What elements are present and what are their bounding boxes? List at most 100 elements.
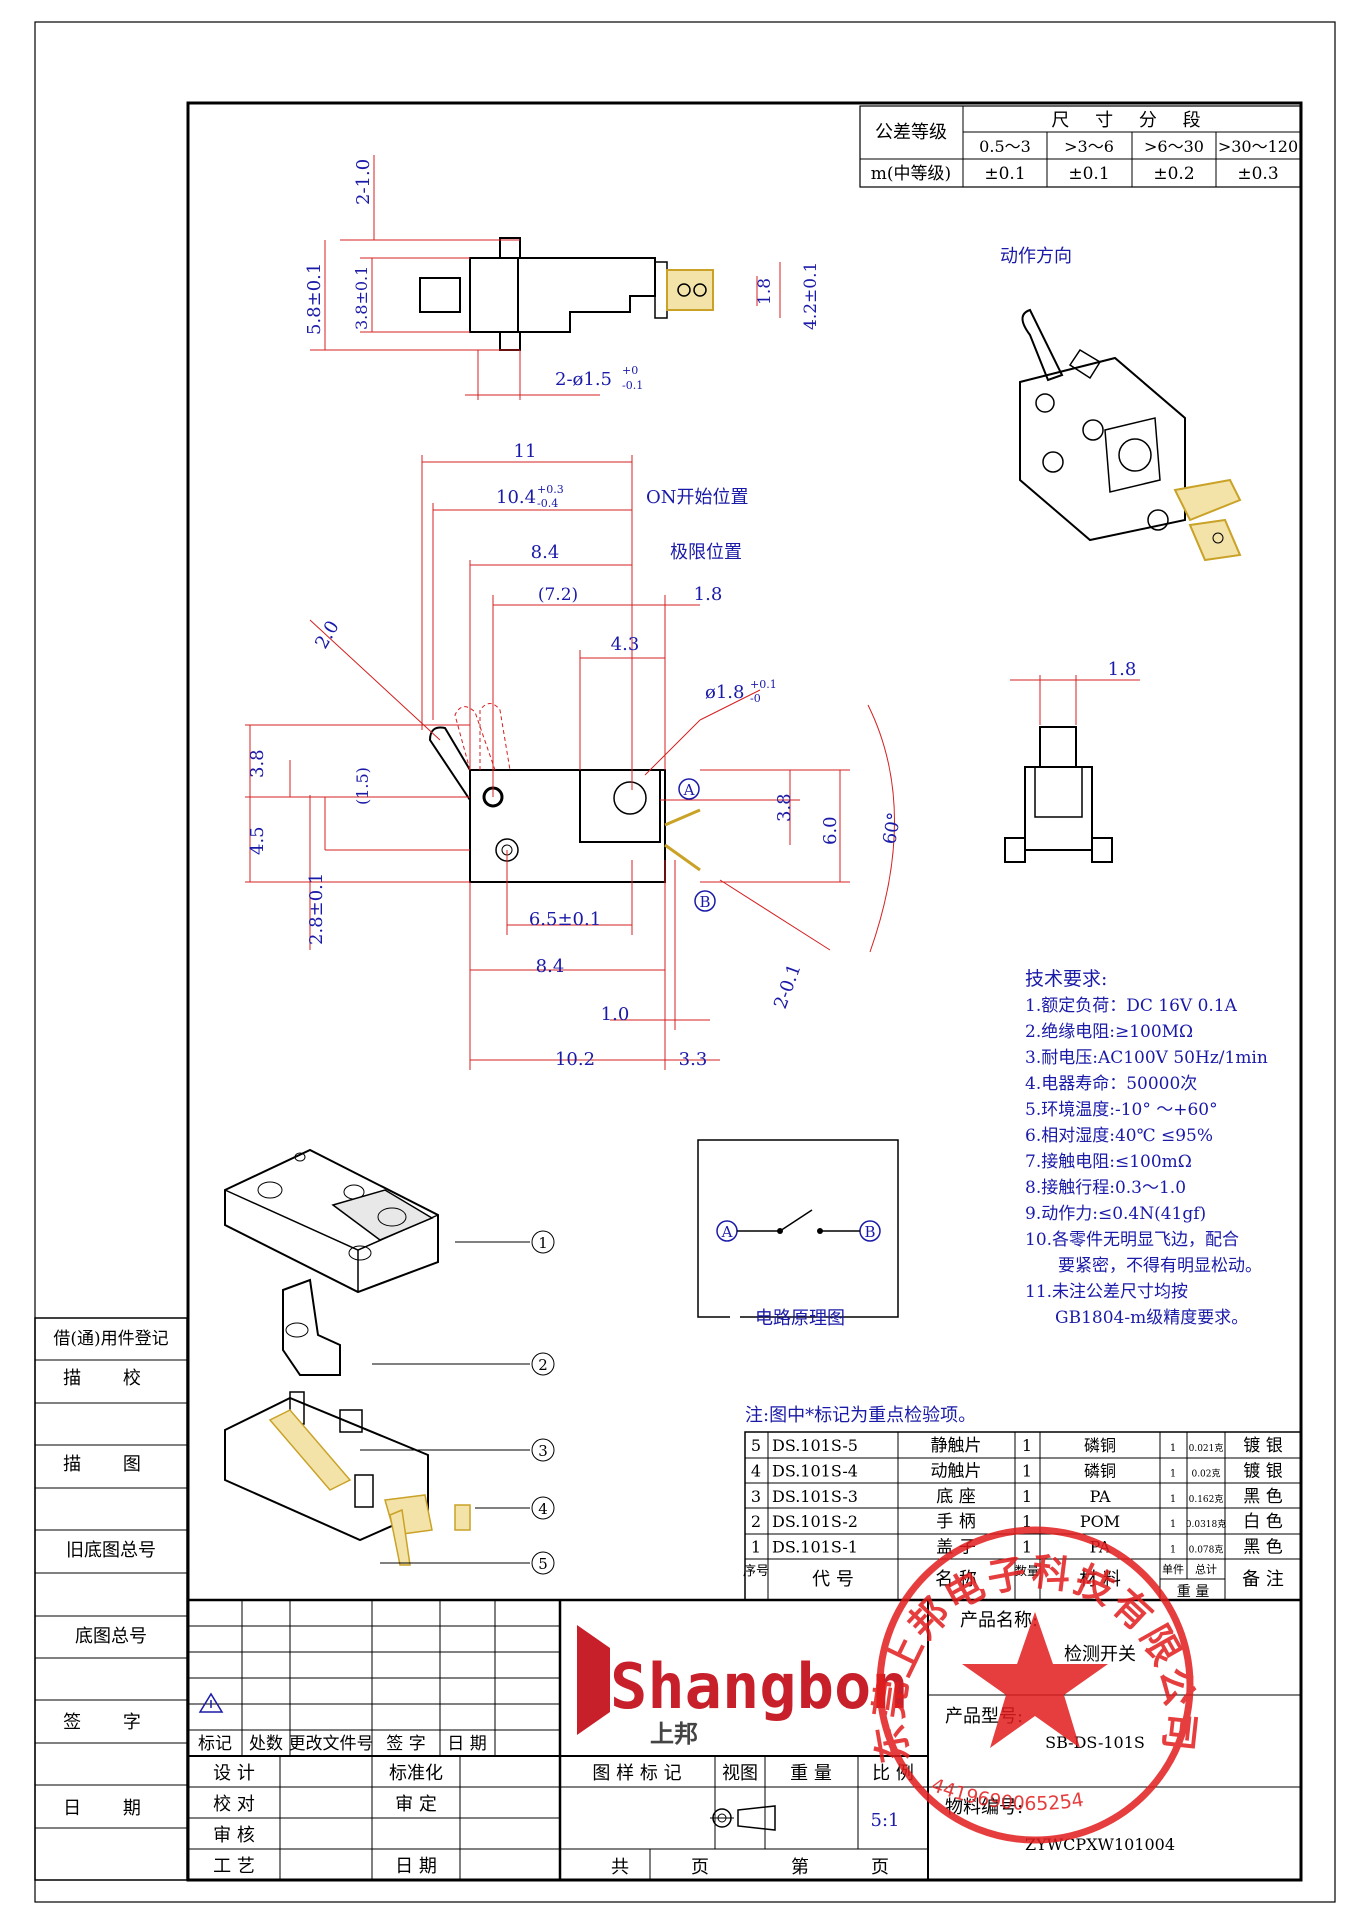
bom-head-no: 序号	[743, 1564, 769, 1579]
bom-cell-no: 3	[751, 1487, 761, 1506]
tol-header-left: 公差等级	[875, 122, 947, 143]
head-view: 视图	[722, 1763, 758, 1784]
bom-cell-mat: POM	[1080, 1512, 1120, 1531]
tol-header-span: 尺 寸 分 段	[1051, 110, 1210, 131]
inner-border	[186, 101, 1303, 1882]
bom-cell-code: DS.101S-1	[772, 1538, 858, 1557]
circuit-a: A	[721, 1223, 733, 1241]
front-dim-4.5: 4.5	[247, 826, 268, 855]
circuit-label: 电路原理图	[755, 1308, 845, 1329]
front-dim-10.4: 10.4	[496, 487, 536, 508]
page-no-label: 第	[791, 1857, 809, 1878]
bom-head-unit: 单件	[1162, 1563, 1184, 1576]
bom-cell-code: DS.101S-5	[772, 1436, 858, 1455]
tech-item-10-cont: 要紧密，不得有明显松动。	[1058, 1256, 1262, 1276]
top-dim-hole: 2-ø1.5	[555, 369, 612, 390]
front-dim-3.8-left: 3.8	[247, 749, 268, 778]
projection-symbol-icon	[710, 1805, 776, 1831]
bom-cell-name: 手 柄	[936, 1512, 975, 1532]
inspection-note: 注:图中*标记为重点检验项。	[745, 1405, 976, 1426]
front-dim-1.5: (1.5)	[353, 767, 372, 805]
top-dim-hole-sup: +0	[622, 364, 638, 377]
mark-a: A	[683, 781, 695, 799]
bom-cell-w: 0.0318克	[1186, 1519, 1227, 1530]
front-dim-hole: ø1.8	[705, 682, 744, 703]
bom-cell-qty: 1	[1022, 1461, 1032, 1480]
bom-cell-no: 2	[751, 1512, 761, 1531]
tol-value-2: ±0.1	[1068, 164, 1109, 184]
head-drawing-mark: 图 样 标 记	[592, 1763, 681, 1784]
bom-cell-w: 0.021克	[1189, 1443, 1224, 1454]
tol-range-1: 0.5～3	[979, 137, 1031, 156]
tol-range-2: >3～6	[1064, 137, 1114, 156]
revision-triangle-icon	[198, 1692, 224, 1713]
strip-trace: 描 图	[63, 1454, 159, 1475]
tol-range-3: >6～30	[1144, 137, 1204, 156]
bom-cell-uq: 1	[1170, 1519, 1176, 1530]
bom-cell-rem: 黑 色	[1243, 1487, 1282, 1507]
front-dim-4.3: 4.3	[611, 634, 640, 655]
bom-cell-name: 静触片	[931, 1436, 982, 1456]
front-dim-6.0: 6.0	[820, 816, 841, 845]
tech-requirements: 技术要求: 1.额定负荷：DC 16V 0.1A 2.绝缘电阻:≥100MΩ 3…	[1025, 968, 1268, 1328]
strip-old-number: 旧底图总号	[66, 1540, 156, 1561]
top-dim-4.2: 4.2±0.1	[801, 262, 821, 330]
front-dim-7.2: (7.2)	[538, 585, 578, 605]
balloon-3: 3	[538, 1442, 548, 1460]
circuit-b: B	[864, 1223, 875, 1241]
front-dim-60deg: 60°	[879, 811, 905, 846]
bom-head-code: 代 号	[812, 1569, 854, 1590]
tech-item-10: 10.各零件无明显飞边，配合	[1025, 1230, 1239, 1250]
bom-cell-uq: 1	[1170, 1545, 1176, 1556]
top-dim-1.8: 1.8	[755, 278, 775, 305]
material-code-label: 物料编号:	[945, 1797, 1023, 1818]
row-date: 日 期	[395, 1856, 437, 1877]
bom-cell-w: 0.162克	[1189, 1494, 1224, 1505]
bom-head-name: 名 称	[935, 1569, 977, 1590]
bom-cell-no: 5	[751, 1436, 761, 1455]
row-review: 审 核	[213, 1825, 255, 1846]
model-value: SB-DS-101S	[1045, 1733, 1145, 1752]
tech-item-4: 4.电器寿命：50000次	[1025, 1074, 1197, 1094]
front-dim-10.4-sup: +0.3	[537, 483, 564, 496]
front-dim-10.2: 10.2	[555, 1049, 595, 1070]
head-weight: 重 量	[790, 1763, 832, 1784]
total-label: 共	[611, 1857, 629, 1878]
bom-cell-name: 底 座	[936, 1487, 975, 1507]
product-name-label: 产品名称:	[960, 1610, 1038, 1631]
tech-item-9: 9.动作力:≤0.4N(41gf)	[1025, 1204, 1206, 1224]
rev-label-doc: 更改文件号	[289, 1734, 374, 1754]
bom-cell-uq: 1	[1170, 1443, 1176, 1454]
tol-value-4: ±0.3	[1237, 164, 1278, 184]
limit-position-label: 极限位置	[670, 542, 742, 563]
strip-base-number: 底图总号	[75, 1626, 147, 1647]
page-word-1: 页	[691, 1857, 709, 1878]
balloon-1: 1	[538, 1234, 548, 1252]
tol-range-4: >30～120	[1218, 137, 1298, 156]
action-direction-label: 动作方向	[1000, 246, 1072, 267]
page-word-2: 页	[871, 1857, 889, 1878]
outer-border	[34, 21, 1336, 1903]
bom-cell-rem: 白 色	[1243, 1512, 1282, 1532]
strip-trace-check: 描 校	[63, 1368, 159, 1389]
logo-sub: 上邦	[650, 1720, 698, 1748]
tech-item-7: 7.接触电阻:≤100mΩ	[1025, 1152, 1192, 1172]
rev-label-count: 处数	[249, 1734, 283, 1754]
top-dim-3.8: 3.8±0.1	[352, 266, 371, 330]
on-start-label: ON开始位置	[646, 487, 749, 508]
bom-cell-mat: PA	[1090, 1487, 1111, 1506]
top-dim-2-1.0: 2-1.0	[353, 159, 374, 205]
bom-head-weight: 重 量	[1177, 1584, 1209, 1600]
bom-cell-rem: 镀 银	[1243, 1461, 1282, 1481]
front-dim-11: 11	[514, 441, 537, 462]
row-approve: 审 定	[395, 1794, 437, 1815]
tech-item-1: 1.额定负荷：DC 16V 0.1A	[1025, 996, 1238, 1016]
tech-item-11-cont: GB1804-m级精度要求。	[1055, 1308, 1248, 1328]
front-view: 11 10.4 +0.3 -0.4 ON开始位置 8.4 极限位置 (7.2) …	[245, 441, 905, 1070]
bom-cell-no: 4	[751, 1461, 761, 1480]
front-dim-8.4-bottom: 8.4	[536, 956, 565, 977]
mark-b: B	[699, 893, 710, 911]
tech-item-11: 11.未注公差尺寸均按	[1025, 1282, 1188, 1302]
